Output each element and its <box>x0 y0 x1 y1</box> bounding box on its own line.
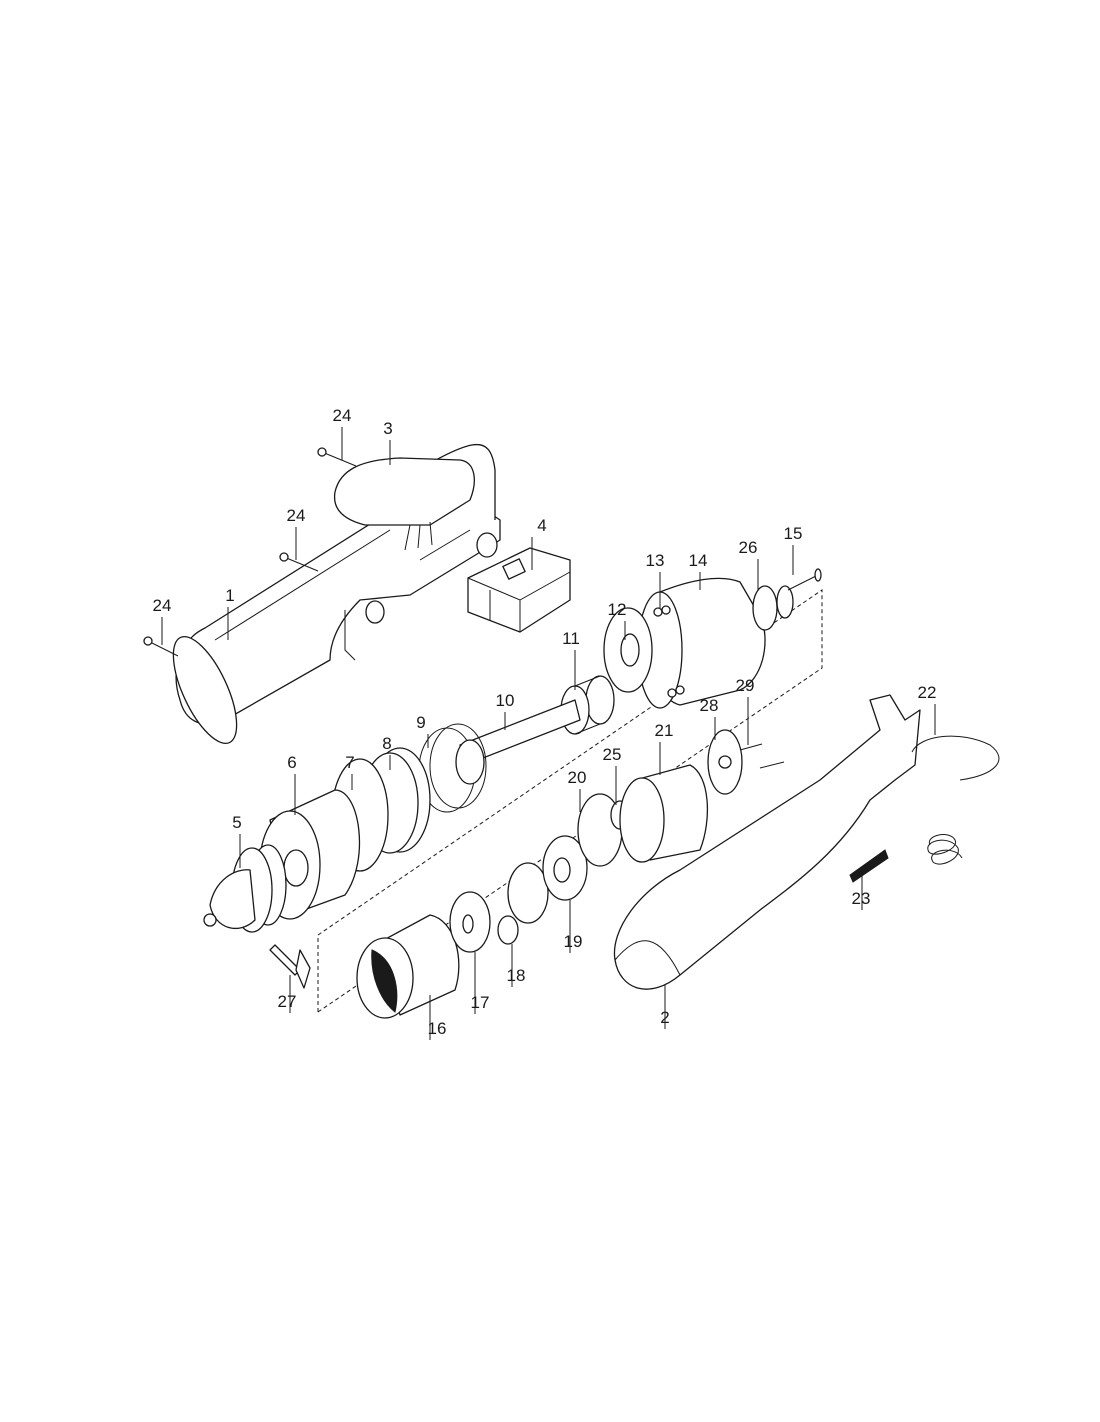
callout-23: 23 <box>852 889 871 908</box>
callout-6: 6 <box>287 753 296 772</box>
chuck-key-27 <box>269 944 311 989</box>
screw-15 <box>787 568 822 591</box>
screw-24-left <box>143 636 179 657</box>
leader-lines <box>161 427 936 1040</box>
callout-24: 24 <box>153 596 172 615</box>
gear-19 <box>507 835 588 924</box>
callout-1: 1 <box>225 586 234 605</box>
plate-28 <box>707 729 743 795</box>
callout-2: 2 <box>660 1008 669 1027</box>
callout-9: 9 <box>416 713 425 732</box>
gear-18 <box>497 915 519 945</box>
callout-16: 16 <box>428 1019 447 1038</box>
callout-10: 10 <box>496 691 515 710</box>
gear-17 <box>449 891 491 953</box>
callout-13: 13 <box>646 551 665 570</box>
gear-housing-16 <box>356 914 460 1019</box>
callout-28: 28 <box>700 696 719 715</box>
callout-labels: 2432441241426151312111098765292821252022… <box>153 406 937 1038</box>
callout-3: 3 <box>383 419 392 438</box>
screws-29 <box>739 743 785 769</box>
callout-4: 4 <box>537 516 546 535</box>
callout-27: 27 <box>278 992 297 1011</box>
washer-12 <box>603 607 653 693</box>
spring-23 <box>927 834 963 865</box>
brushes-13 <box>653 605 685 698</box>
callout-12: 12 <box>608 600 627 619</box>
screw-24-top <box>317 447 357 467</box>
callout-22: 22 <box>918 683 937 702</box>
callout-25: 25 <box>603 745 622 764</box>
callout-19: 19 <box>564 932 583 951</box>
callout-14: 14 <box>689 551 708 570</box>
callout-18: 18 <box>507 966 526 985</box>
motor-cover-21 <box>619 764 709 863</box>
callout-24: 24 <box>287 506 306 525</box>
callout-29: 29 <box>736 676 755 695</box>
callout-8: 8 <box>382 734 391 753</box>
callout-24: 24 <box>333 406 352 425</box>
callout-11: 11 <box>562 629 580 648</box>
callout-20: 20 <box>568 768 587 787</box>
o-rings-9 <box>418 723 487 813</box>
callout-17: 17 <box>471 993 490 1012</box>
callout-5: 5 <box>232 813 241 832</box>
callout-7: 7 <box>345 753 354 772</box>
callout-15: 15 <box>784 524 803 543</box>
chuck-5 <box>203 844 287 933</box>
switch-cover <box>333 457 475 551</box>
switch-unit <box>467 547 571 633</box>
callout-26: 26 <box>739 538 758 557</box>
housing-right-half <box>613 694 921 990</box>
screw-24-middle <box>279 552 319 572</box>
callout-21: 21 <box>655 721 674 740</box>
motor <box>637 577 794 709</box>
clip-22 <box>911 735 1000 781</box>
